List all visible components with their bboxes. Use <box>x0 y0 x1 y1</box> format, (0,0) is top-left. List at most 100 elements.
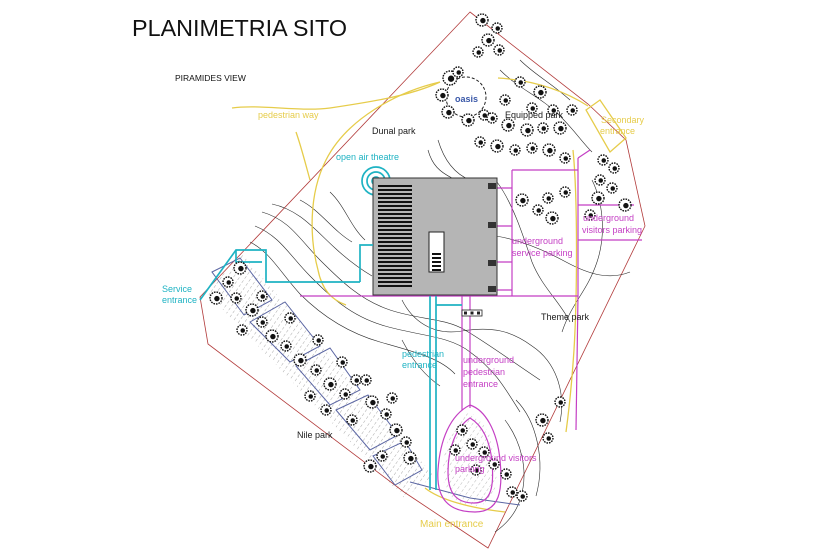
service-parking-ramps <box>497 187 512 291</box>
tree-symbol <box>472 46 484 58</box>
pedestrian-loop-path <box>311 81 441 306</box>
tree-symbol <box>499 94 511 106</box>
tree-symbol <box>474 136 486 148</box>
tree-symbol <box>256 316 268 328</box>
view-label: PIRAMIDES VIEW <box>175 73 246 83</box>
contour-line <box>271 203 373 277</box>
label-nile-park: Nile park <box>297 430 333 440</box>
label-line: service parking <box>512 248 573 258</box>
tree-symbol <box>515 193 529 207</box>
contour-line <box>519 59 571 101</box>
building-node <box>488 286 496 292</box>
tree-symbol <box>400 436 412 448</box>
label-line: open air theatre <box>336 152 399 162</box>
tree-symbol <box>209 291 223 305</box>
label-line: Equipped park <box>505 110 564 120</box>
building-node <box>488 183 496 189</box>
label-line: entrance <box>162 295 197 305</box>
label-line: underground <box>512 236 563 246</box>
tree-symbol <box>320 404 332 416</box>
label-line: underground <box>583 213 634 223</box>
tree-symbol <box>500 468 512 480</box>
service-parking-outline <box>511 158 579 296</box>
tree-symbol <box>350 374 362 386</box>
service-entrance-spur <box>235 250 262 263</box>
tree-symbol <box>488 458 500 470</box>
crossing-cell <box>477 311 480 315</box>
tree-symbol <box>493 44 505 56</box>
tree-symbol <box>346 414 358 426</box>
tree-symbol <box>403 451 417 465</box>
crossing-symbol <box>461 309 483 317</box>
tree-symbol <box>509 144 521 156</box>
tree-symbol <box>542 192 554 204</box>
crossing-cell <box>464 311 467 315</box>
tree-symbol <box>466 438 478 450</box>
label-underground-visitors-parking-east: underground visitors parking <box>582 213 642 235</box>
tree-symbol <box>535 413 549 427</box>
contour-line <box>427 149 453 179</box>
tree-symbol <box>553 121 567 135</box>
secondary-entrance-outline <box>585 99 627 154</box>
contour-line <box>329 191 366 241</box>
tree-symbol <box>386 392 398 404</box>
tree-symbol <box>336 356 348 368</box>
tree-symbol <box>591 191 605 205</box>
label-line: Theme park <box>541 312 590 322</box>
tree-symbol <box>470 464 482 476</box>
contour-line <box>254 225 521 413</box>
label-line: pedestrian <box>402 349 444 359</box>
tree-symbol <box>230 292 242 304</box>
underground-east-corridor <box>575 295 579 431</box>
contour-line <box>261 211 541 381</box>
tree-symbol <box>490 139 504 153</box>
contour-line <box>495 235 631 277</box>
pedestrian-east-path <box>497 77 589 107</box>
tree-symbol <box>486 112 498 124</box>
label-open-air-theatre: open air theatre <box>336 152 399 162</box>
tree-symbol <box>304 390 316 402</box>
tree-symbol <box>526 102 538 114</box>
tree-symbol <box>566 104 578 116</box>
label-equipped-park: Equipped park <box>505 110 564 120</box>
tree-symbol <box>594 174 606 186</box>
label-pedestrian-entrance: pedestrian entrance <box>402 349 447 370</box>
tree-symbol <box>533 85 547 99</box>
tree-symbol <box>618 198 632 212</box>
tree-symbol <box>449 444 461 456</box>
label-line: Nile park <box>297 430 333 440</box>
tree-symbol <box>441 105 455 119</box>
tree-symbol <box>542 432 554 444</box>
label-secondary-entrance: Secondary entrance <box>600 115 647 136</box>
label-line: oasis <box>455 94 478 104</box>
tree-symbol <box>245 303 259 317</box>
tree-symbol <box>520 123 534 137</box>
contour-line <box>249 241 456 375</box>
tree-symbol <box>284 312 296 324</box>
label-pedestrian-way: pedestrian way <box>258 110 319 120</box>
label-line: Secondary <box>601 115 645 125</box>
pedestrian-way-path <box>231 81 441 110</box>
tree-symbol <box>461 113 475 127</box>
tree-symbol <box>516 490 528 502</box>
label-line: parking <box>455 464 485 474</box>
theatre-access-path <box>359 244 373 282</box>
tree-symbol <box>481 33 495 47</box>
label-theme-park: Theme park <box>541 312 590 322</box>
tree-symbol <box>442 70 458 86</box>
tree-symbol <box>545 211 559 225</box>
tree-symbol <box>280 340 292 352</box>
tree-symbol <box>380 408 392 420</box>
label-line: Dunal park <box>372 126 416 136</box>
label-line: entrance <box>402 360 437 370</box>
contour-line <box>496 181 571 323</box>
label-main-entrance: Main entrance <box>420 519 484 530</box>
tree-symbol <box>537 122 549 134</box>
tree-symbol <box>559 152 571 164</box>
contour-line <box>299 199 353 243</box>
pavilion-outline <box>249 301 321 363</box>
contour-line <box>401 299 562 423</box>
tree-symbol <box>293 353 307 367</box>
contour-line <box>437 139 471 181</box>
tree-symbol <box>456 424 468 436</box>
